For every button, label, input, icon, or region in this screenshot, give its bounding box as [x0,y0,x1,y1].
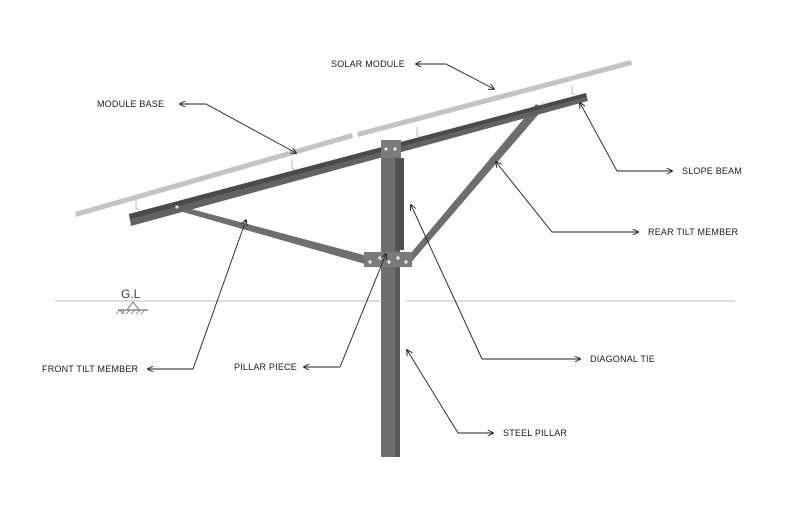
label-module-base: MODULE BASE [97,99,164,109]
leader-slope-beam [580,103,672,171]
solar-module-right [357,60,632,137]
pillar-cap-plate [381,140,401,158]
module-base-clips [135,85,575,210]
label-front-tilt-member: FRONT TILT MEMBER [42,364,139,374]
leader-module-base [180,104,296,153]
leader-steel-pillar [407,350,493,433]
solar-module-left [75,133,353,217]
label-solar-module: SOLAR MODULE [331,59,405,69]
label-diagonal-tie: DIAGONAL TIE [590,354,655,364]
leader-solar-module [416,64,494,89]
label-steel-pillar: STEEL PILLAR [503,428,567,438]
pillar-piece [364,252,412,267]
pillar-top-piece [396,158,404,250]
pillar-edge [395,150,400,457]
ground-level-label: G.L [121,287,141,301]
leader-pillar-piece [304,254,386,367]
slope-beam-edge [129,93,586,219]
label-rear-tilt-member: REAR TILT MEMBER [648,227,739,237]
front-tilt-member [180,206,375,266]
leader-rear-tilt-member [496,162,638,232]
ground-symbol [115,301,148,315]
label-slope-beam: SLOPE BEAM [682,166,742,176]
leader-front-tilt-member [148,220,246,369]
label-pillar-piece: PILLAR PIECE [234,362,297,372]
